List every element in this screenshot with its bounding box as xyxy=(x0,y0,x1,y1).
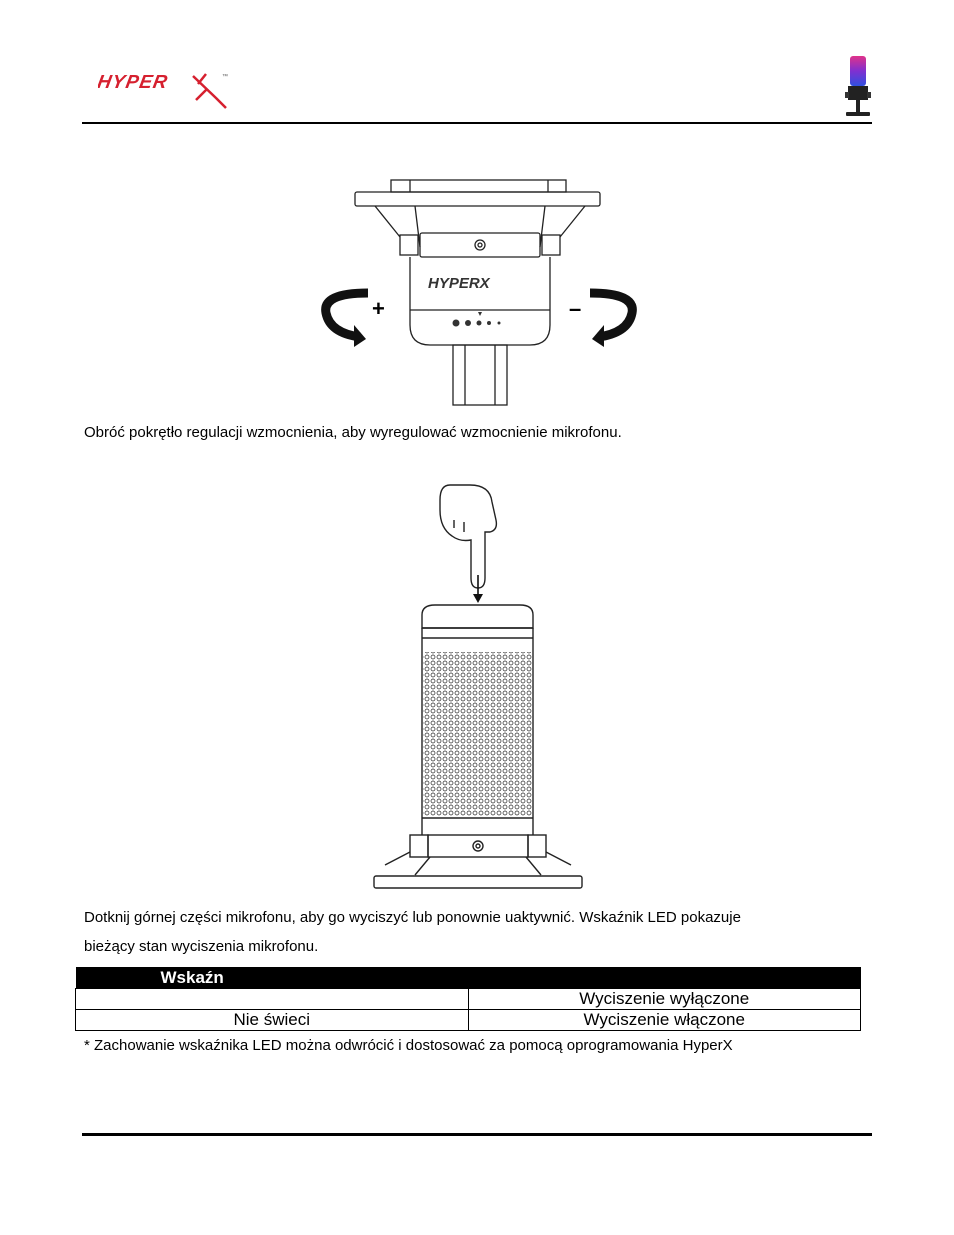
paragraph-gain: Obróć pokrętło regulacji wzmocnienia, ab… xyxy=(84,424,622,441)
paragraph-mute-line1: Dotknij górnej części mikrofonu, aby go … xyxy=(84,909,741,926)
tap-to-mute-illustration xyxy=(370,480,586,892)
knob-logo-text: HYPERX xyxy=(428,275,491,292)
header-rule xyxy=(82,122,872,124)
hyperx-logo: HYPER ™ xyxy=(96,68,233,113)
table-cell-indicator xyxy=(75,988,469,1010)
table-row: Nie świeci Wyciszenie włączone xyxy=(75,1009,861,1031)
table-header-indicator: Wskaźn xyxy=(75,967,468,989)
svg-text:HYPER: HYPER xyxy=(98,72,170,93)
table-cell-indicator: Nie świeci xyxy=(75,1009,469,1031)
footer-rule xyxy=(82,1133,872,1136)
footnote: * Zachowanie wskaźnika LED można odwróci… xyxy=(84,1037,733,1054)
quadcast-microphone-icon xyxy=(843,54,873,120)
paragraph-mute-line2: bieżący stan wyciszenia mikrofonu. xyxy=(84,938,319,955)
table-cell-state: Wyciszenie włączone xyxy=(467,1009,861,1031)
gain-knob-illustration: HYPERX + – xyxy=(320,175,640,410)
gain-plus-label: + xyxy=(372,296,385,321)
gain-minus-label: – xyxy=(569,296,581,321)
led-status-table: Wskaźn Wyciszenie wyłączone Nie świeci W… xyxy=(75,967,861,1031)
table-cell-state: Wyciszenie wyłączone xyxy=(467,988,861,1010)
table-header-row: Wskaźn xyxy=(75,967,861,989)
table-header-state xyxy=(468,967,861,989)
hyperx-logo-icon: HYPER ™ xyxy=(96,72,228,109)
svg-text:™: ™ xyxy=(222,73,228,80)
table-row: Wyciszenie wyłączone xyxy=(75,988,861,1010)
